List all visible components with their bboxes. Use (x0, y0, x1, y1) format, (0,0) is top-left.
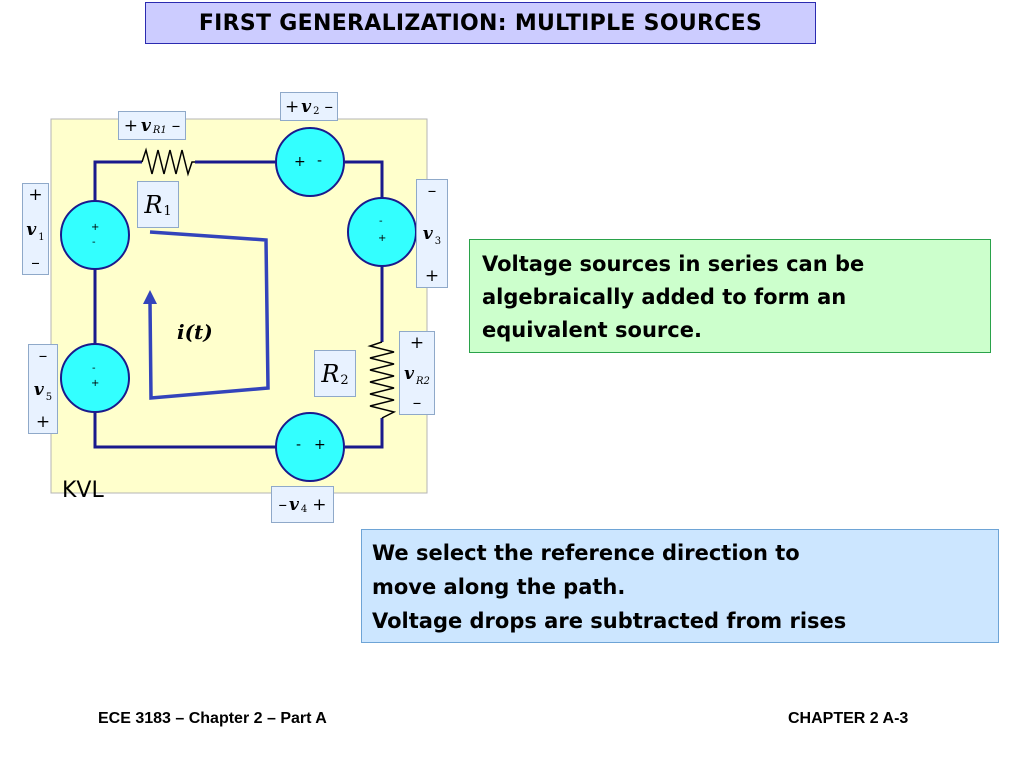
series-sources-note: Voltage sources in series can be algebra… (469, 239, 991, 353)
v3-subscript: 3 (434, 236, 442, 247)
v3-symbol: v (422, 224, 433, 244)
loop-direction-path (148, 230, 270, 400)
v5-subscript: 5 (45, 391, 53, 403)
r1-subscript: 1 (163, 204, 172, 219)
vr1-plus: + (123, 115, 138, 136)
vr1-minus: – (171, 115, 181, 136)
wire-top-right (345, 160, 384, 200)
kvl-label: KVL (62, 478, 104, 503)
voltage-source-1 (60, 200, 130, 270)
circuit-wires (93, 160, 384, 449)
vr1-symbol: v (140, 115, 151, 136)
source5-bottom-sign: + (91, 378, 100, 389)
footer-left: ECE 3183 – Chapter 2 – Part A (98, 710, 327, 727)
v2-minus: – (324, 96, 334, 117)
v4-minus: – (278, 494, 287, 515)
wire-bottom-right (345, 418, 384, 449)
footer-right: CHAPTER 2 A-3 (788, 710, 909, 727)
v2-symbol: v (301, 96, 312, 117)
r2-subscript: 2 (340, 373, 349, 388)
resistor-r1 (141, 147, 195, 177)
note-line-2: move along the path. (372, 575, 626, 599)
slide-title: FIRST GENERALIZATION: MULTIPLE SOURCES (145, 2, 816, 44)
voltage-source-5 (60, 343, 130, 413)
source5-top-sign: - (92, 363, 96, 374)
v4-label: – v 4 + (271, 486, 334, 523)
v4-subscript: 4 (300, 504, 308, 515)
v2-label: + v 2 – (280, 92, 338, 121)
reference-direction-note: We select the reference direction to mov… (361, 529, 999, 643)
v1-symbol: v (26, 219, 37, 240)
v2-plus: + (284, 96, 300, 117)
v1-minus: – (31, 253, 40, 273)
v4-plus: + (312, 494, 327, 515)
source4-right-sign: + (314, 437, 326, 453)
v1-subscript: 1 (38, 231, 45, 243)
v1-plus: + (28, 185, 43, 205)
source3-top-sign: - (379, 216, 383, 227)
v3-plus: + (424, 266, 440, 286)
circuit-background (50, 118, 428, 494)
vr1-label: + v R1 – (118, 111, 186, 140)
voltage-source-2 (275, 127, 345, 197)
source1-top-sign: + (91, 222, 100, 233)
vr2-subscript: R2 (415, 375, 430, 387)
source2-left-sign: + (294, 154, 306, 170)
resistor-r2 (367, 341, 397, 419)
current-label: i(t) (177, 320, 213, 344)
v2-subscript: 2 (313, 106, 320, 117)
r2-letter: R (321, 359, 340, 388)
vr2-minus: – (412, 393, 422, 413)
vr2-symbol: v (404, 363, 414, 384)
note-line-1: We select the reference direction to (372, 541, 800, 565)
v5-plus: + (35, 412, 51, 432)
v4-symbol: v (288, 494, 299, 515)
v5-minus: – (38, 346, 48, 366)
r1-letter: R (144, 190, 163, 219)
source1-bottom-sign: - (92, 237, 96, 248)
voltage-source-4 (275, 412, 345, 482)
wire-top-left (93, 160, 142, 203)
source4-left-sign: - (296, 437, 302, 453)
vr2-plus: + (409, 333, 425, 353)
source3-bottom-sign: + (378, 233, 387, 244)
note-line-3: Voltage drops are subtracted from rises (372, 609, 847, 633)
wire-bottom-left (93, 411, 276, 449)
vr1-subscript: R1 (152, 125, 167, 136)
v3-minus: – (427, 181, 437, 201)
loop-arrow-head (143, 290, 157, 304)
voltage-source-3 (347, 197, 417, 267)
source2-right-sign: - (317, 153, 323, 169)
v5-symbol: v (33, 379, 44, 400)
